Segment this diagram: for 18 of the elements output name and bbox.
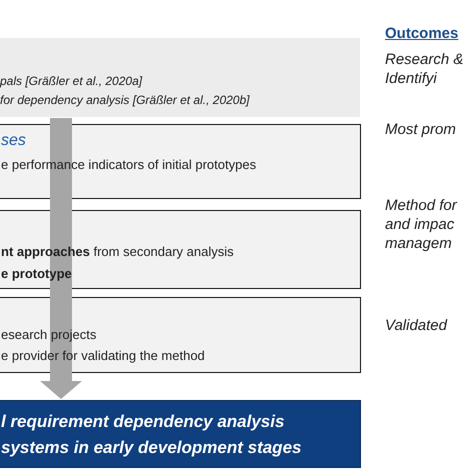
column-heading: Outcomes (385, 24, 458, 43)
outcome-text: Most prom (385, 120, 457, 139)
text-line: for dependency analysis [Gräßler et al., 2020b] (0, 93, 250, 107)
process-box (0, 297, 361, 373)
process-box (0, 210, 361, 289)
outcome-text: Validated (385, 316, 448, 335)
outcome-text: Research & Identifyi (385, 50, 464, 88)
text-line: e performance indicators of initial prototypes (1, 157, 256, 172)
text-line: l requirement dependency analysis systems in early development stages (1, 411, 302, 459)
process-box (0, 124, 361, 199)
text-line: e prototype (1, 266, 72, 281)
text-line: esearch projects (1, 327, 96, 342)
result-box (0, 400, 361, 468)
text-line: pals [Gräßler et al., 2020a] (0, 74, 142, 88)
text-line: nt approaches from secondary analysis (1, 244, 234, 259)
outcome-text: Method for and impac managem (385, 196, 458, 253)
plain-box (0, 38, 360, 117)
section-heading: ses (1, 132, 26, 150)
